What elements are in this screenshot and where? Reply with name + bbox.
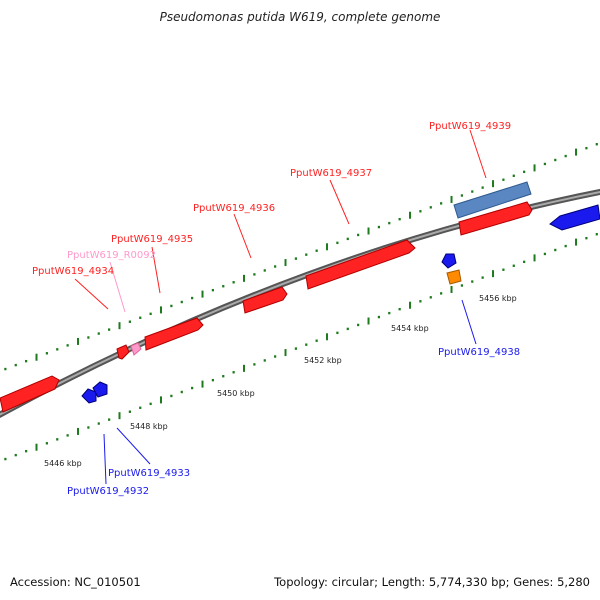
gene-label-r0092[interactable]: PputW619_R0092 [67, 250, 156, 261]
genome-backbone [0, 188, 600, 418]
scale-label-5448: 5448 kbp [130, 422, 168, 431]
rrna-r0092-arrow[interactable] [130, 342, 142, 356]
gene-label-4938[interactable]: PputW619_4938 [438, 347, 520, 358]
scale-label-5452: 5452 kbp [304, 356, 342, 365]
scale-labels: 5446 kbp 5448 kbp 5450 kbp 5452 kbp 5454… [44, 294, 517, 468]
map-title: Pseudomonas putida W619, complete genome [159, 10, 441, 24]
reverse-genes [81, 204, 600, 404]
scale-label-5454: 5454 kbp [391, 324, 429, 333]
gene-label-4939[interactable]: PputW619_4939 [429, 121, 511, 132]
gene-4936-arrow[interactable] [242, 286, 288, 314]
leader-lines [74, 129, 487, 485]
gene-4937-arrow[interactable] [305, 239, 416, 290]
forward-labels: PputW619_4934 PputW619_R0092 PputW619_49… [32, 121, 511, 277]
topology-text: Topology: circular; Length: 5,774,330 bp… [274, 575, 590, 589]
gene-label-4933[interactable]: PputW619_4933 [108, 468, 190, 479]
gene-label-4937[interactable]: PputW619_4937 [290, 168, 372, 179]
gene-4939-block[interactable] [453, 181, 532, 219]
gene-label-4935[interactable]: PputW619_4935 [111, 234, 193, 245]
genome-backbone-highlight [0, 190, 600, 416]
scale-label-5456: 5456 kbp [479, 294, 517, 303]
forward-genes [0, 181, 533, 413]
gene-4935-arrow[interactable] [144, 317, 204, 351]
scale-label-5450: 5450 kbp [217, 389, 255, 398]
gene-4938-arrow[interactable] [441, 253, 457, 269]
gene-4941-arrow[interactable] [549, 204, 600, 231]
gene-4933-forward-arrow[interactable] [0, 375, 60, 413]
gene-label-4934[interactable]: PputW619_4934 [32, 266, 114, 277]
reverse-labels: PputW619_4938 PputW619_4933 PputW619_493… [67, 347, 520, 497]
gene-label-4936[interactable]: PputW619_4936 [193, 203, 275, 214]
guide-lines [4, 143, 598, 461]
gene-4932-arrow[interactable] [81, 388, 97, 404]
gene-label-4932[interactable]: PputW619_4932 [67, 486, 149, 497]
gene-4940-arrow[interactable] [458, 201, 533, 236]
scale-label-5446: 5446 kbp [44, 459, 82, 468]
gene-4934-arrow[interactable] [116, 344, 130, 360]
gene-4933-arrow[interactable] [92, 381, 108, 398]
gene-4938-orange-block[interactable] [446, 269, 462, 285]
accession-text: Accession: NC_010501 [10, 575, 141, 589]
